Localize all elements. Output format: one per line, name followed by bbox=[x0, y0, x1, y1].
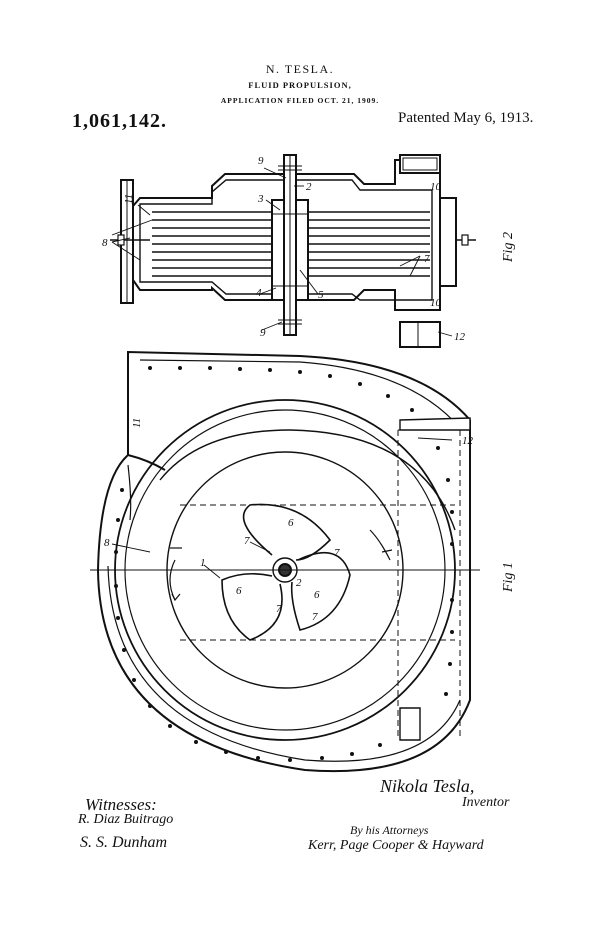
ref-6-right: 6 bbox=[314, 589, 320, 601]
ref-2-fig2: 2 bbox=[306, 181, 312, 193]
ref-7-d: 7 bbox=[276, 603, 282, 615]
ref-4: 4 bbox=[256, 287, 262, 299]
ref-7-a: 7 bbox=[244, 535, 250, 547]
inventor-label: Inventor bbox=[462, 795, 510, 810]
ref-1: 1 bbox=[200, 557, 206, 569]
ref-7-c: 7 bbox=[312, 611, 318, 623]
casing-bolt-holes bbox=[114, 366, 454, 762]
ref-11-fig1: 11 bbox=[131, 418, 143, 428]
fig1-face-view bbox=[90, 350, 480, 773]
ref-3: 3 bbox=[257, 193, 264, 205]
ref-8-fig2: 8 bbox=[102, 237, 108, 249]
inventor-heading: N. TESLA. bbox=[265, 62, 335, 76]
witness-1-signature: R. Diaz Buitrago bbox=[78, 812, 174, 827]
ref-12-fig1: 12 bbox=[462, 435, 474, 447]
ref-6-top: 6 bbox=[288, 517, 294, 529]
witnesses-label: Witnesses: bbox=[85, 795, 157, 814]
ref-5: 5 bbox=[318, 289, 324, 301]
ref-12-fig2: 12 bbox=[454, 331, 466, 343]
reference-numerals: 9 2 3 11 8 4 5 10 12 9 10 7 11 12 8 1 6 … bbox=[102, 155, 474, 623]
ref-10-bottom: 10 bbox=[430, 297, 442, 309]
patent-number: 1,061,142. bbox=[72, 110, 167, 132]
fig1-label: Fig 1 bbox=[501, 562, 516, 593]
fig2-label: Fig 2 bbox=[501, 232, 516, 263]
attorneys-label: By his Attorneys bbox=[350, 823, 429, 837]
ref-10-top: 10 bbox=[430, 181, 442, 193]
fig2-section-view bbox=[110, 154, 476, 348]
attorneys-signature: Kerr, Page Cooper & Hayward bbox=[308, 838, 484, 853]
witness-2-signature: S. S. Dunham bbox=[80, 834, 168, 851]
application-filed: APPLICATION FILED OCT. 21, 1909. bbox=[220, 96, 380, 105]
ref-8-fig1: 8 bbox=[104, 537, 110, 549]
ref-6-left: 6 bbox=[236, 585, 242, 597]
ref-11-fig2: 11 bbox=[123, 194, 135, 204]
ref-9-top: 9 bbox=[258, 155, 264, 167]
inventor-signature: Nikola Tesla, bbox=[380, 776, 475, 796]
ref-7-fig2: 7 bbox=[424, 253, 430, 265]
ref-7-b: 7 bbox=[334, 547, 340, 559]
ref-2-fig1: 2 bbox=[296, 577, 302, 589]
patent-title: FLUID PROPULSION, bbox=[248, 80, 352, 90]
ref-9-bottom: 9 bbox=[260, 327, 266, 339]
patented-date: Patented May 6, 1913. bbox=[398, 110, 534, 126]
